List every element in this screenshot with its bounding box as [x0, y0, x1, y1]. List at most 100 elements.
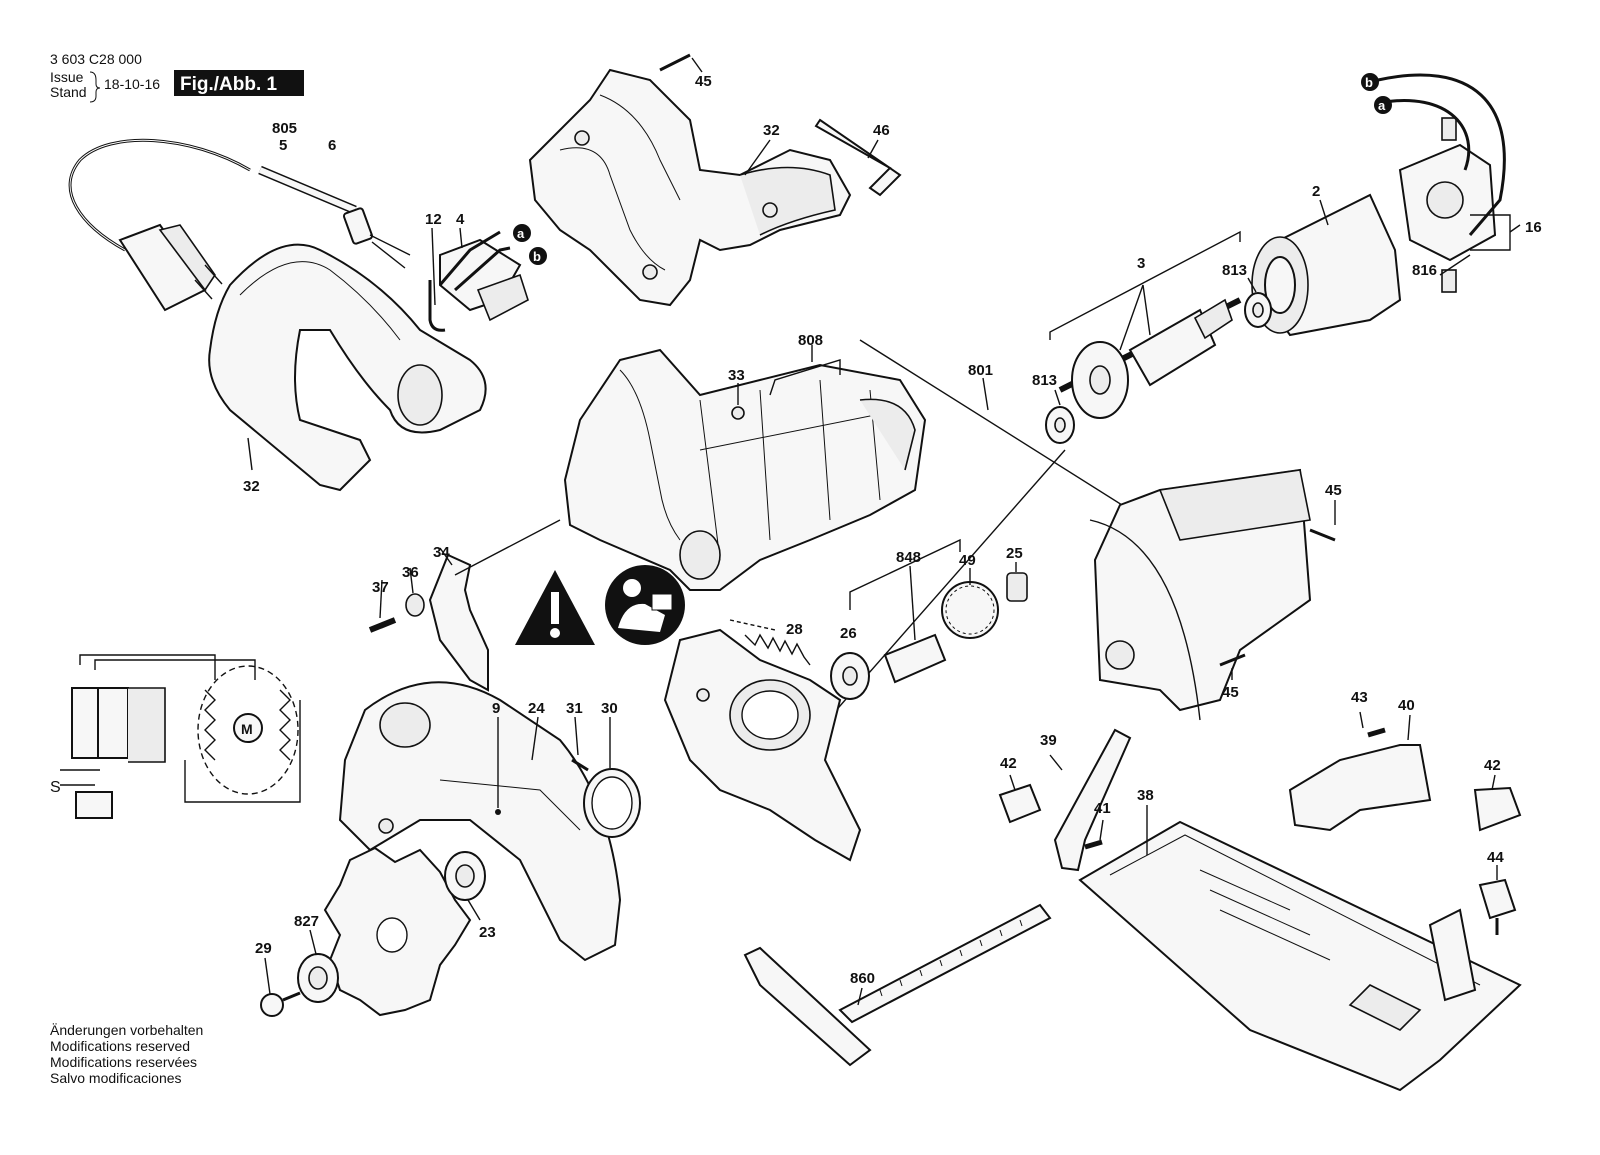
bracket-3 — [1049, 230, 1241, 340]
riving-knife-34 — [428, 553, 489, 692]
nut-33 — [731, 406, 745, 420]
read-manual-head — [623, 579, 641, 597]
armature-commutator — [1193, 298, 1233, 340]
marker-b-brush-circle — [1361, 73, 1379, 91]
lower-guard-bore — [741, 690, 799, 740]
label-860: 860 — [850, 970, 875, 987]
label-37: 37 — [372, 579, 389, 596]
marker-b-brush-text: b — [1365, 75, 1373, 90]
wiring-field-coil-left — [204, 689, 216, 761]
knob-42-right — [1473, 786, 1522, 832]
label-805: 805 — [272, 120, 297, 137]
marker-a-text: a — [517, 226, 525, 241]
bracket-848 — [849, 538, 961, 610]
screw-41 — [1084, 839, 1103, 850]
front-handle-shell — [208, 243, 487, 492]
label-38: 38 — [1137, 787, 1154, 804]
armature-core — [1128, 308, 1217, 387]
guide-scale-ticks — [879, 919, 1023, 997]
bracket-16 — [1470, 214, 1511, 251]
doc-number: 3 603 C28 000 — [50, 51, 142, 67]
spindle-848 — [883, 633, 947, 684]
switch-trigger — [476, 273, 529, 322]
switch-wire-2 — [438, 230, 501, 286]
bearing-813-left-bore — [1054, 417, 1066, 433]
switch-wire-3 — [454, 246, 511, 292]
bracket-801-top — [859, 339, 1131, 511]
label-827: 827 — [294, 913, 319, 930]
marker-a-circle — [513, 224, 531, 242]
leader-2 — [1319, 199, 1329, 226]
label-24: 24 — [528, 700, 545, 717]
bevel-adjust-parts — [998, 711, 1522, 935]
wiring-signal-symbol: S — [50, 779, 61, 796]
label-43: 43 — [1351, 689, 1368, 706]
blade-guard-dust-port — [379, 702, 431, 748]
label-23: 23 — [479, 924, 496, 941]
motor-assembly-top — [1158, 469, 1311, 541]
label-45-right: 45 — [1325, 482, 1342, 499]
base-plate-body — [1078, 820, 1522, 1092]
leader-3-a — [1142, 284, 1151, 336]
front-handle — [208, 243, 487, 492]
leader-45-top — [691, 57, 703, 73]
note-de: Änderungen vorbehalten — [50, 1022, 203, 1038]
label-28: 28 — [786, 621, 803, 638]
marker-b-text: b — [533, 249, 541, 264]
riving-to-housing-line — [454, 519, 561, 576]
upper-blade-guard — [338, 681, 641, 962]
cord-sleeve-inner — [258, 167, 357, 213]
lower-blade-guard — [663, 628, 862, 862]
label-813-left: 813 — [1032, 372, 1057, 389]
label-816: 816 — [1412, 262, 1437, 279]
leader-43 — [1359, 711, 1364, 729]
note-fr: Modifications reservées — [50, 1054, 197, 1070]
rear-handle-housing — [528, 53, 852, 307]
spring-28 — [729, 619, 811, 666]
wiring-switch-2 — [97, 687, 129, 759]
issue-brace — [89, 71, 101, 103]
leader-39 — [1049, 754, 1063, 771]
wiring-motor-symbol — [233, 713, 263, 743]
figure-label: Fig./Abb. 1 — [180, 74, 278, 95]
switch-wire-1 — [428, 280, 446, 332]
bevel-bracket-40 — [1288, 744, 1432, 832]
plug-pin-2 — [194, 279, 213, 300]
label-49: 49 — [959, 552, 976, 569]
leader-23 — [467, 899, 481, 921]
stator-bore — [1264, 256, 1296, 314]
parallel-guide — [743, 903, 1052, 1067]
saw-blade-arbor-hole — [376, 917, 408, 953]
motor-housing-midline — [699, 409, 901, 451]
o-ring-30-inner — [591, 776, 633, 830]
label-33: 33 — [728, 367, 745, 384]
label-12: 12 — [425, 211, 442, 228]
label-30: 30 — [601, 700, 618, 717]
brush-wire-a — [1377, 99, 1471, 171]
gear-49-teeth — [945, 585, 995, 635]
cord-wire-ends — [369, 234, 411, 269]
label-5: 5 — [279, 137, 287, 154]
warning-symbols — [515, 565, 685, 645]
rear-handle-rib-2 — [599, 94, 681, 201]
label-29: 29 — [255, 940, 272, 957]
motor-housing-ribs — [699, 379, 881, 561]
motor-housing — [563, 345, 927, 591]
label-9: 9 — [492, 700, 500, 717]
leader-46 — [867, 139, 879, 159]
inner-flange-23-hub — [455, 864, 475, 888]
leader-28 — [729, 619, 776, 631]
armature-fan-hub — [1089, 365, 1111, 395]
leader-41 — [1099, 819, 1104, 841]
wire-marker-b-brush: b — [1361, 73, 1379, 91]
motor-housing-body — [563, 348, 927, 591]
bearing-813-right-bore — [1252, 302, 1264, 318]
gear-49 — [941, 581, 999, 639]
label-39: 39 — [1040, 732, 1057, 749]
label-4: 4 — [456, 211, 465, 228]
switch-assembly: a b — [428, 224, 547, 332]
screw-45-top — [659, 53, 691, 72]
blade-guard-mark-9 — [495, 809, 501, 815]
base-plate-upright — [1428, 908, 1477, 1002]
rear-handle-screw-hole-3 — [762, 202, 778, 218]
